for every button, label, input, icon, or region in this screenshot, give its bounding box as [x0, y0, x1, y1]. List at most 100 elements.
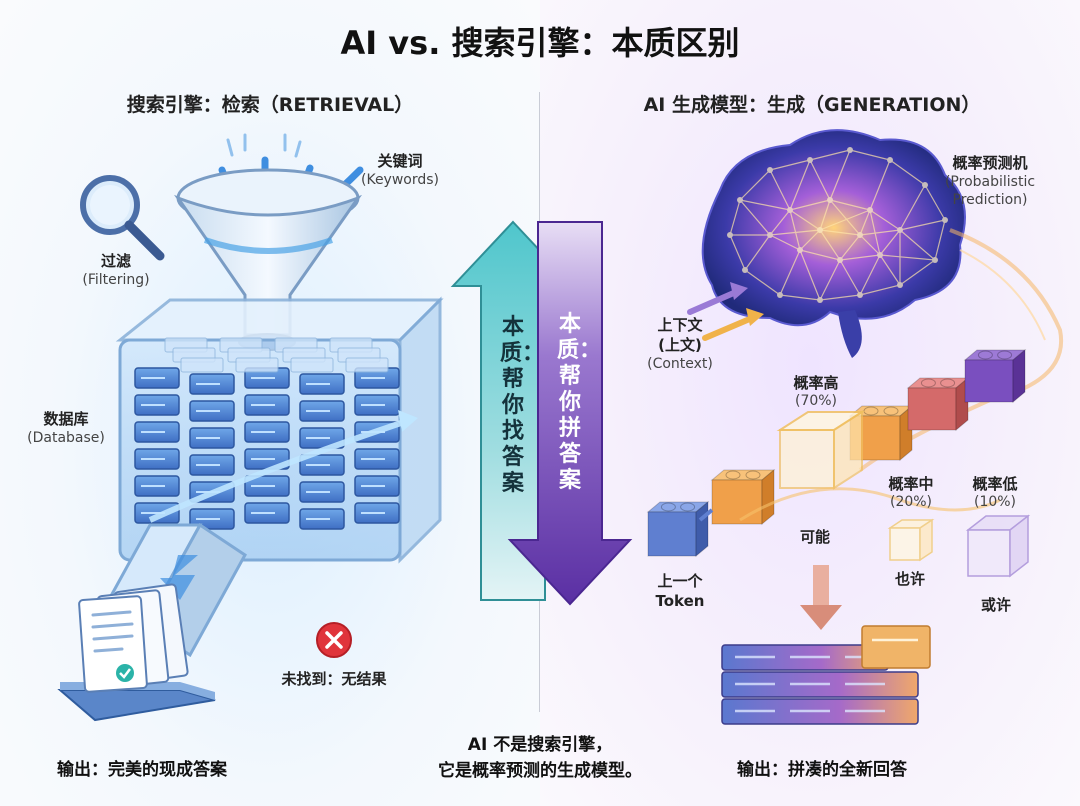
brain-link	[809, 159, 831, 201]
brain-node	[942, 217, 948, 223]
or-perhaps-label: 或许	[980, 596, 1012, 614]
context-label: 上下文	[657, 316, 703, 334]
server-unit	[354, 394, 400, 416]
mid-probability-label: 概率中	[888, 475, 934, 493]
brain-link	[829, 149, 851, 201]
high-probability-label: 概率高	[793, 374, 839, 392]
brain-node	[737, 197, 743, 203]
brain-link	[839, 259, 861, 296]
brain-link	[819, 259, 841, 301]
brain-link	[799, 249, 841, 261]
brain-link	[869, 209, 901, 231]
server-unit	[244, 394, 290, 416]
context-arrows	[687, 282, 764, 341]
brain-link	[839, 234, 861, 261]
brain-node	[727, 232, 733, 238]
brain-node	[797, 247, 803, 253]
low-probability-cube	[965, 514, 1031, 578]
possible-token-block	[710, 468, 776, 526]
brain-link	[924, 184, 946, 221]
brain-link	[899, 259, 936, 286]
server-unit	[299, 373, 345, 395]
brain-link	[729, 234, 746, 271]
brain-node	[817, 227, 823, 233]
token-blocks	[646, 348, 1027, 558]
server-unit	[354, 448, 400, 470]
context-label-en: (Context)	[647, 356, 713, 372]
brain-link	[849, 149, 891, 161]
brain-link	[899, 229, 936, 261]
server-unit	[189, 400, 235, 422]
conclusion-line-2: 它是概率预测的生成模型。	[438, 761, 642, 781]
brain-link	[879, 229, 901, 256]
keywords-label: 关键词	[377, 152, 423, 170]
brain-link	[819, 229, 861, 236]
brain-node	[767, 167, 773, 173]
brain-link	[769, 209, 791, 236]
server-unit	[244, 421, 290, 443]
brain-node	[807, 157, 813, 163]
maybe-label: 可能	[799, 528, 831, 546]
brain-node	[742, 267, 748, 273]
brain-link	[779, 249, 801, 296]
brain-link	[829, 199, 861, 236]
brain-icon	[701, 129, 966, 358]
box-tile	[180, 357, 224, 373]
server-unit	[299, 400, 345, 422]
brain-node	[857, 292, 863, 298]
answer-puzzle-stack	[721, 625, 931, 725]
perhaps-label: 也许	[894, 570, 926, 588]
brain-link	[744, 269, 781, 296]
brain-link	[769, 159, 811, 171]
server-unit	[134, 448, 180, 470]
brain-link	[799, 249, 821, 301]
brain-link	[934, 219, 946, 261]
brain-link	[859, 254, 881, 296]
brain-link	[779, 294, 821, 301]
context-label-2: (上文)	[658, 336, 702, 354]
brain-node	[897, 227, 903, 233]
previous-token-block	[646, 500, 710, 558]
server-unit	[299, 481, 345, 503]
main-title: AI vs. 搜索引擎：本质区别	[340, 24, 740, 62]
server-unit	[189, 427, 235, 449]
right-output-label: 输出：拼凑的全新回答	[737, 760, 907, 780]
brain-node	[787, 207, 793, 213]
not-found-label: 未找到：无结果	[281, 670, 387, 688]
documents-icon	[57, 583, 216, 722]
brain-link	[869, 209, 881, 256]
brain-link	[859, 209, 871, 236]
brain-node	[847, 147, 853, 153]
brain-link	[809, 149, 851, 161]
brain-link	[789, 159, 811, 211]
brain-link	[829, 199, 871, 211]
up-arrow-text: 本质：帮你找答案	[500, 315, 545, 496]
mid-probability-cube	[887, 518, 935, 562]
brain-link	[739, 199, 791, 211]
left-heading: 搜索引擎：检索（RETRIEVAL）	[126, 94, 414, 116]
server-unit	[244, 502, 290, 524]
brain-link	[859, 234, 881, 256]
down-arrow-generation	[507, 221, 633, 606]
brain-node	[877, 252, 883, 258]
brain-link	[789, 199, 831, 211]
server-unit	[134, 421, 180, 443]
low-probability-label: 概率低	[972, 475, 1018, 493]
server-unit	[354, 367, 400, 389]
brain-link	[879, 254, 936, 261]
answer-puzzle-piece	[861, 625, 931, 669]
probability-machine-en-1: (Probabilistic	[944, 174, 1036, 190]
brain-link	[769, 234, 801, 251]
left-output-label: 输出：完美的现成答案	[57, 760, 227, 780]
server-unit	[244, 475, 290, 497]
brain-link	[739, 169, 771, 201]
brain-link	[859, 284, 901, 296]
server-unit	[244, 367, 290, 389]
box-tile	[345, 357, 389, 373]
magnifier-icon	[80, 175, 165, 261]
probability-machine-en-2: Prediction)	[952, 192, 1028, 208]
brain-link	[819, 294, 861, 301]
filter-label-en: (Filtering)	[82, 272, 150, 288]
probability-machine-label: 概率预测机	[952, 154, 1028, 172]
